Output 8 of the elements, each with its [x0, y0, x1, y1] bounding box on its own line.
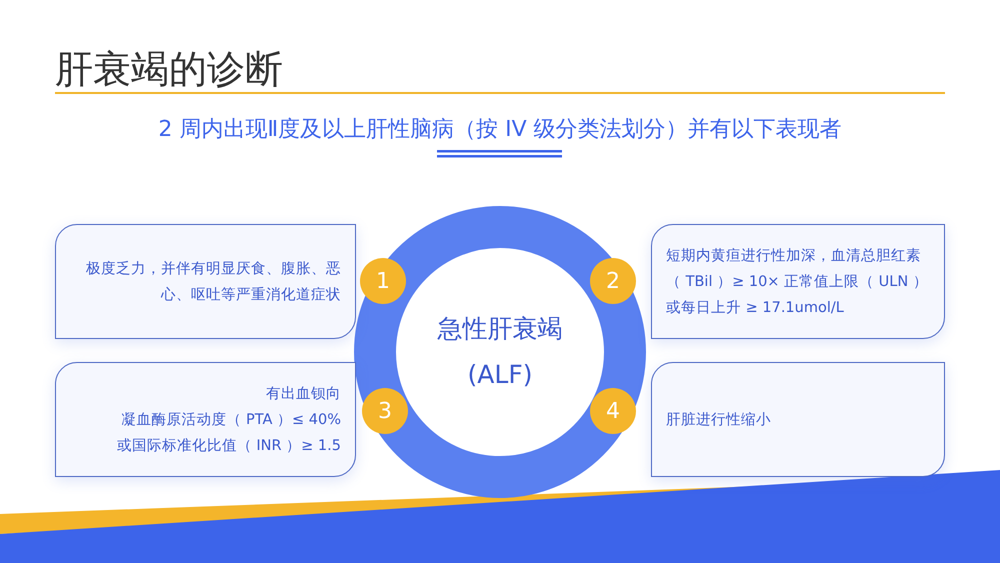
ring-circle: [354, 206, 646, 498]
info-card: 极度乏力，并伴有明显厌食、腹胀、恶心、呕吐等严重消化道症状: [55, 224, 356, 339]
info-card: 短期内黄疸进行性加深，血清总胆红素（ TBil ）≥ 10× 正常值上限（ ULN ）或每日上升 ≥ 17.1umol/L: [651, 224, 945, 339]
info-card: 肝脏进行性缩小: [651, 362, 945, 477]
subtitle: 2 周内出现Ⅱ度及以上肝性脑病（按 IV 级分类法划分）并有以下表现者: [157, 116, 843, 144]
center-label: 急性肝衰竭 (ALF): [436, 313, 564, 391]
slide-title: 肝衰竭的诊断: [55, 46, 283, 92]
info-card: 有出血钡向 凝血酶原活动度（ PTA ）≤ 40% 或国际标准化比值（ INR ）≥ 1.5: [55, 362, 356, 477]
